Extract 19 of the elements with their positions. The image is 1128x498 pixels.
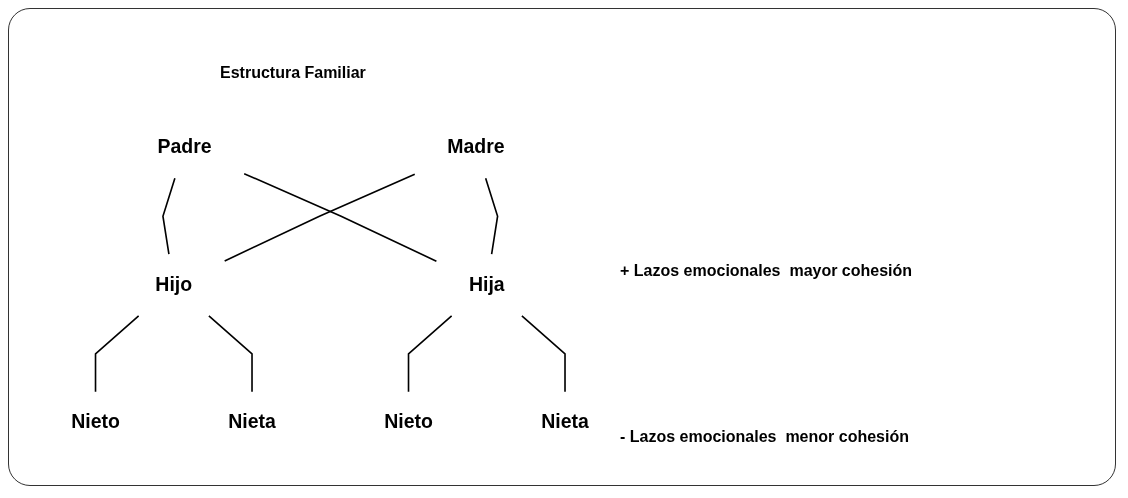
node-text: Nieto [71, 411, 120, 433]
node-text: Nieto [384, 411, 433, 433]
connector [521, 315, 566, 393]
node-text: Hijo [155, 273, 193, 296]
node-text: Padre [157, 136, 212, 158]
connector [223, 173, 416, 262]
node-text: Nieta [541, 411, 589, 433]
connector [407, 315, 453, 393]
connector [484, 177, 499, 255]
note-text: + Lazos emocionales mayor cohesión [620, 262, 913, 280]
node-text: Nieta [228, 411, 276, 433]
node-text: Hija [468, 273, 505, 296]
connector [208, 315, 253, 393]
node-text: Madre [447, 136, 505, 158]
diagram-title: Estructura Familiar [220, 64, 366, 82]
connector [94, 315, 140, 393]
note-text: - Lazos emocionales menor cohesión [620, 428, 909, 446]
connector [243, 172, 438, 263]
connector [162, 177, 176, 255]
